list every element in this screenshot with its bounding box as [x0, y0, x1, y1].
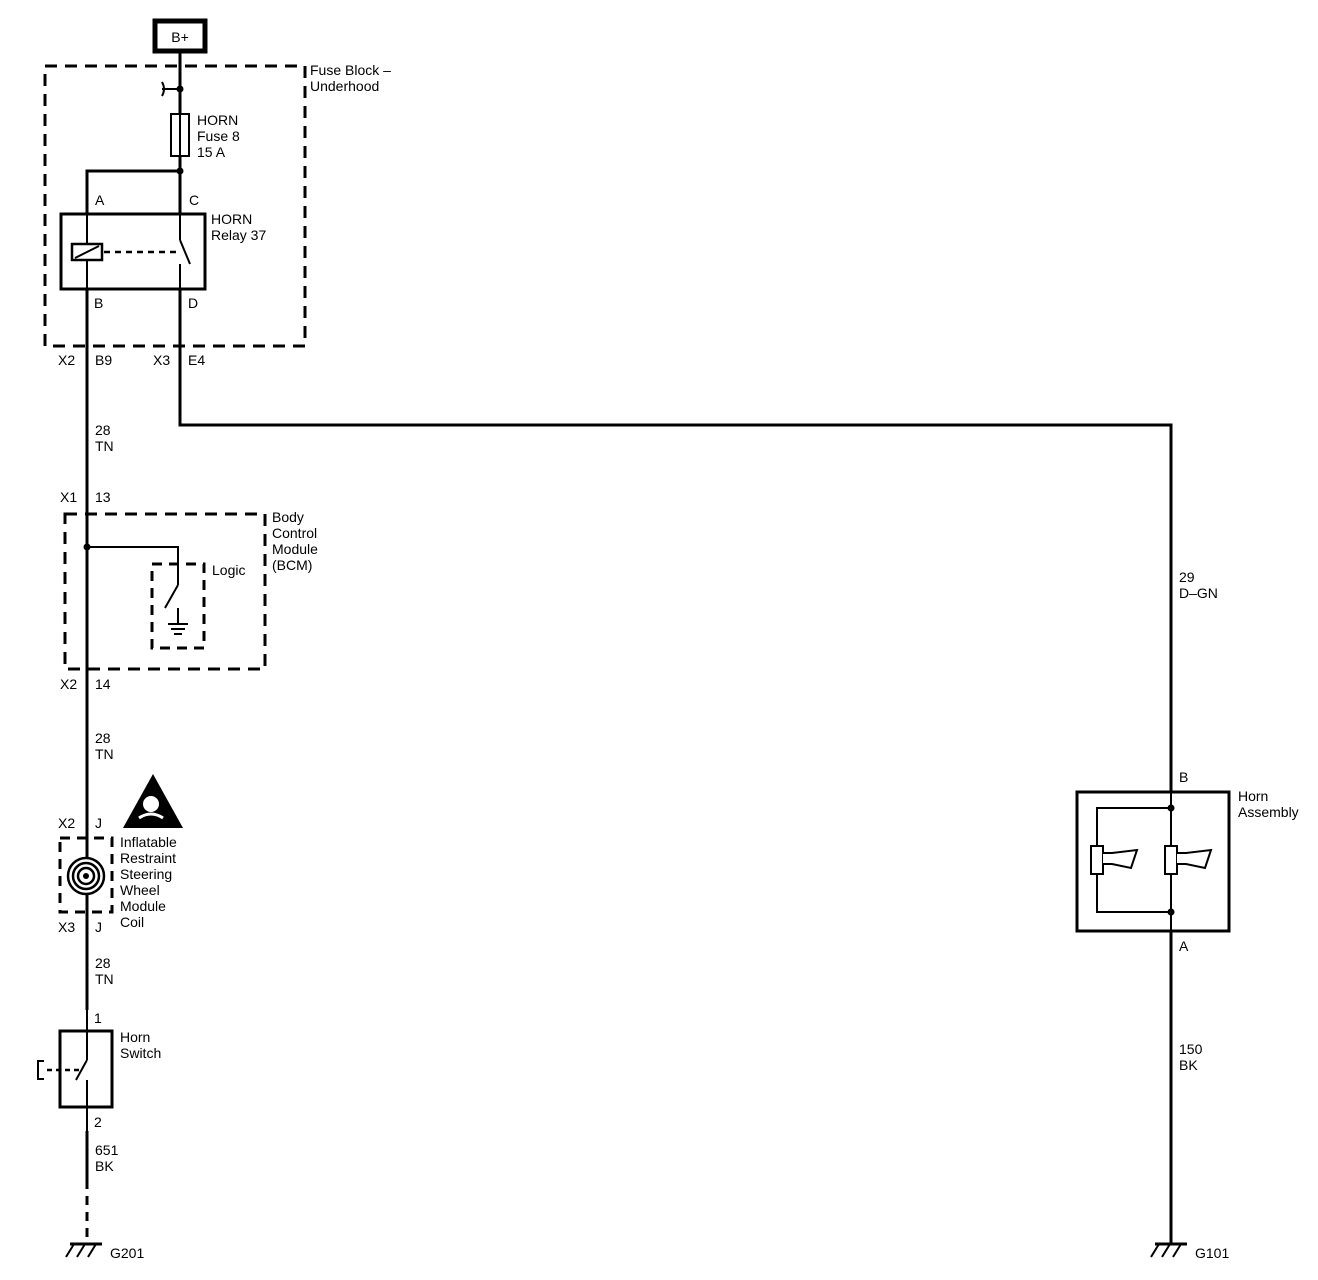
connector-x1-13-pin: 13 [95, 489, 111, 505]
fuse-label-line2: Fuse 8 [197, 128, 240, 144]
wire3-color: TN [95, 971, 114, 987]
bcm-driver-switch-icon [164, 584, 179, 609]
connector-x3-e4-conn: X3 [153, 352, 170, 368]
relay-pin-c: C [189, 192, 199, 208]
connector-x2-14-conn: X2 [60, 676, 77, 692]
horn-1-icon [1090, 845, 1104, 875]
connector-x2-b9-conn: X2 [58, 352, 75, 368]
connector-x2-14-pin: 14 [95, 676, 111, 692]
horn-2-icon-bell [1177, 848, 1213, 870]
wire1-circuit: 28 [95, 422, 111, 438]
connector-x2-j-pin: J [95, 815, 102, 831]
horn-assembly-bottom-splice [1167, 908, 1175, 916]
busbar-tap-icon [161, 81, 180, 97]
bcm-label-line2: Control [272, 525, 317, 541]
horn-assembly-bottom-bus [1096, 874, 1171, 913]
power-source-label: B+ [171, 29, 189, 45]
horn-feed-wire [178, 289, 1173, 792]
horn-switch-label-line2: Switch [120, 1045, 161, 1061]
connector-x3-j-pin: J [95, 919, 102, 935]
relay-coil-feed-wire [85, 169, 180, 214]
fuse-label-line3: 15 A [197, 144, 226, 160]
horn-assembly-pin-a: A [1179, 938, 1189, 954]
bcm-logic-boundary [150, 562, 206, 650]
connector-x1-13-conn: X1 [60, 489, 77, 505]
ground-g201-hatch2 [76, 1243, 86, 1258]
fuse-block-name-line2: Underhood [310, 78, 379, 94]
connector-x3-e4-pin: E4 [188, 352, 205, 368]
fuse-block-name-line1: Fuse Block – [310, 62, 391, 78]
horn-2-icon [1164, 845, 1178, 875]
wire5-color: D–GN [1179, 585, 1218, 601]
clockspring-coil-icon-center [83, 873, 89, 879]
connector-x3-j-conn: X3 [58, 919, 75, 935]
wire4-circuit: 651 [95, 1142, 119, 1158]
relay-label-line1: HORN [211, 211, 252, 227]
horn-assembly-pin-b: B [1179, 769, 1188, 785]
bcm-logic-label: Logic [212, 562, 245, 578]
relay-pin-a: A [95, 192, 105, 208]
ground-g201-hatch1 [65, 1243, 75, 1258]
ground-g101-label: G101 [1195, 1245, 1229, 1261]
bcm-label-line1: Body [272, 509, 304, 525]
horn-switch-label-line1: Horn [120, 1029, 150, 1045]
ground-g101-hatch3 [1172, 1243, 1182, 1258]
relay-coil-winding [74, 245, 100, 259]
horn-assembly-label-line2: Assembly [1238, 804, 1299, 820]
ground-g101-hatch1 [1150, 1243, 1160, 1258]
bcm-label-line4: (BCM) [272, 557, 312, 573]
coil-label-line2: Restraint [120, 850, 176, 866]
coil-label-line1: Inflatable [120, 834, 177, 850]
relay-label-line2: Relay 37 [211, 227, 266, 243]
wire2-circuit: 28 [95, 730, 111, 746]
bcm-boundary [63, 512, 267, 671]
airbag-warning-icon-head [143, 796, 159, 812]
horn-switch-pin1: 1 [94, 1010, 102, 1026]
horn-switch-actuator-icon [37, 1060, 44, 1080]
airbag-warning-icon-body [138, 812, 164, 820]
wire2-color: TN [95, 746, 114, 762]
bcm-label-line3: Module [272, 541, 318, 557]
ground-g101-hatch2 [1161, 1243, 1171, 1258]
clockspring-boundary [58, 836, 114, 914]
relay-pin-d: D [188, 295, 198, 311]
fuse-label-line1: HORN [197, 112, 238, 128]
wire5-circuit: 29 [1179, 569, 1195, 585]
connector-x2-b9-pin: B9 [95, 352, 112, 368]
ground-g201-label: G201 [110, 1245, 144, 1261]
horn-assembly-top-bus [1096, 807, 1171, 846]
wire1-color: TN [95, 438, 114, 454]
coil-label-line3: Steering [120, 866, 172, 882]
relay-pin-b: B [94, 295, 103, 311]
connector-x2-j-conn: X2 [58, 815, 75, 831]
bcm-input-wire [87, 546, 179, 585]
horn-assembly-label-line1: Horn [1238, 788, 1268, 804]
ground-g201-hatch3 [87, 1243, 97, 1258]
coil-label-line5: Module [120, 898, 166, 914]
horn-switch-pin2: 2 [94, 1114, 102, 1130]
coil-label-line6: Coil [120, 914, 144, 930]
fuse-block-boundary [43, 64, 307, 348]
clockspring-coil-icon-ring3 [76, 866, 96, 886]
clockspring-coil-icon-ring2 [71, 861, 101, 891]
wire6-color: BK [1179, 1057, 1198, 1073]
wire3-circuit: 28 [95, 955, 111, 971]
horn-1-icon-bell [1103, 848, 1139, 870]
relay-switch-contact-icon [179, 239, 191, 265]
wire6-circuit: 150 [1179, 1041, 1203, 1057]
coil-label-line4: Wheel [120, 882, 160, 898]
horn-switch-contact-icon [75, 1059, 88, 1081]
wire4-color: BK [95, 1158, 114, 1174]
